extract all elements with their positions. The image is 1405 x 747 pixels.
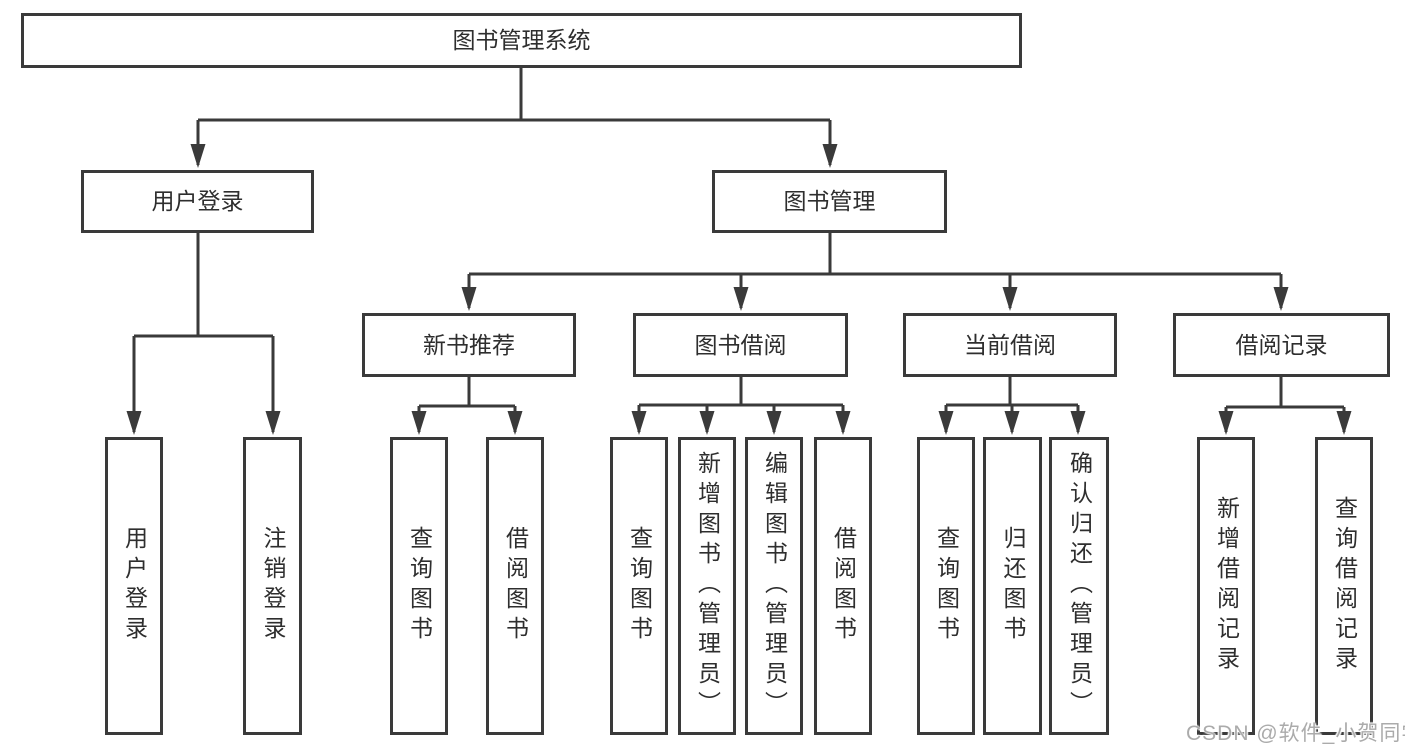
connector-borrow-record-trunk	[1226, 377, 1344, 409]
connector-root-trunk	[198, 65, 830, 122]
watermark: CSDN @软件_小贺同学	[1186, 722, 1405, 745]
leaf-search-books-3: 查询图书	[917, 437, 975, 735]
leaf-search-books-1: 查询图书	[390, 437, 448, 735]
leaf-add-books-admin: 新增图书（管理员）	[678, 437, 736, 735]
leaf-user-login: 用户登录	[105, 437, 163, 735]
node-new-book-recommendation: 新书推荐	[362, 313, 576, 377]
node-current-borrowing: 当前借阅	[903, 313, 1117, 377]
leaf-search-borrow-record: 查询借阅记录	[1315, 437, 1373, 735]
connector-book-borrow-trunk	[639, 377, 843, 407]
leaf-logout: 注销登录	[243, 437, 302, 735]
leaf-return-books: 归还图书	[983, 437, 1042, 735]
node-user-login: 用户登录	[81, 170, 314, 233]
leaf-borrow-books-2: 借阅图书	[814, 437, 872, 735]
connector-current-borrow-trunk	[946, 377, 1078, 407]
leaf-confirm-return-admin: 确认归还（管理员）	[1049, 437, 1109, 735]
leaf-search-books-2: 查询图书	[610, 437, 668, 735]
node-book-management: 图书管理	[712, 170, 947, 233]
node-borrowing-records: 借阅记录	[1173, 313, 1390, 377]
leaf-edit-books-admin: 编辑图书（管理员）	[745, 437, 803, 735]
node-book-borrowing: 图书借阅	[633, 313, 848, 377]
connector-book-management-trunk	[469, 233, 1281, 276]
connector-new-book-trunk	[419, 377, 515, 408]
node-root: 图书管理系统	[21, 13, 1022, 68]
connector-user-login-trunk	[134, 233, 273, 338]
leaf-add-borrow-record: 新增借阅记录	[1197, 437, 1255, 735]
leaf-borrow-books-1: 借阅图书	[486, 437, 544, 735]
